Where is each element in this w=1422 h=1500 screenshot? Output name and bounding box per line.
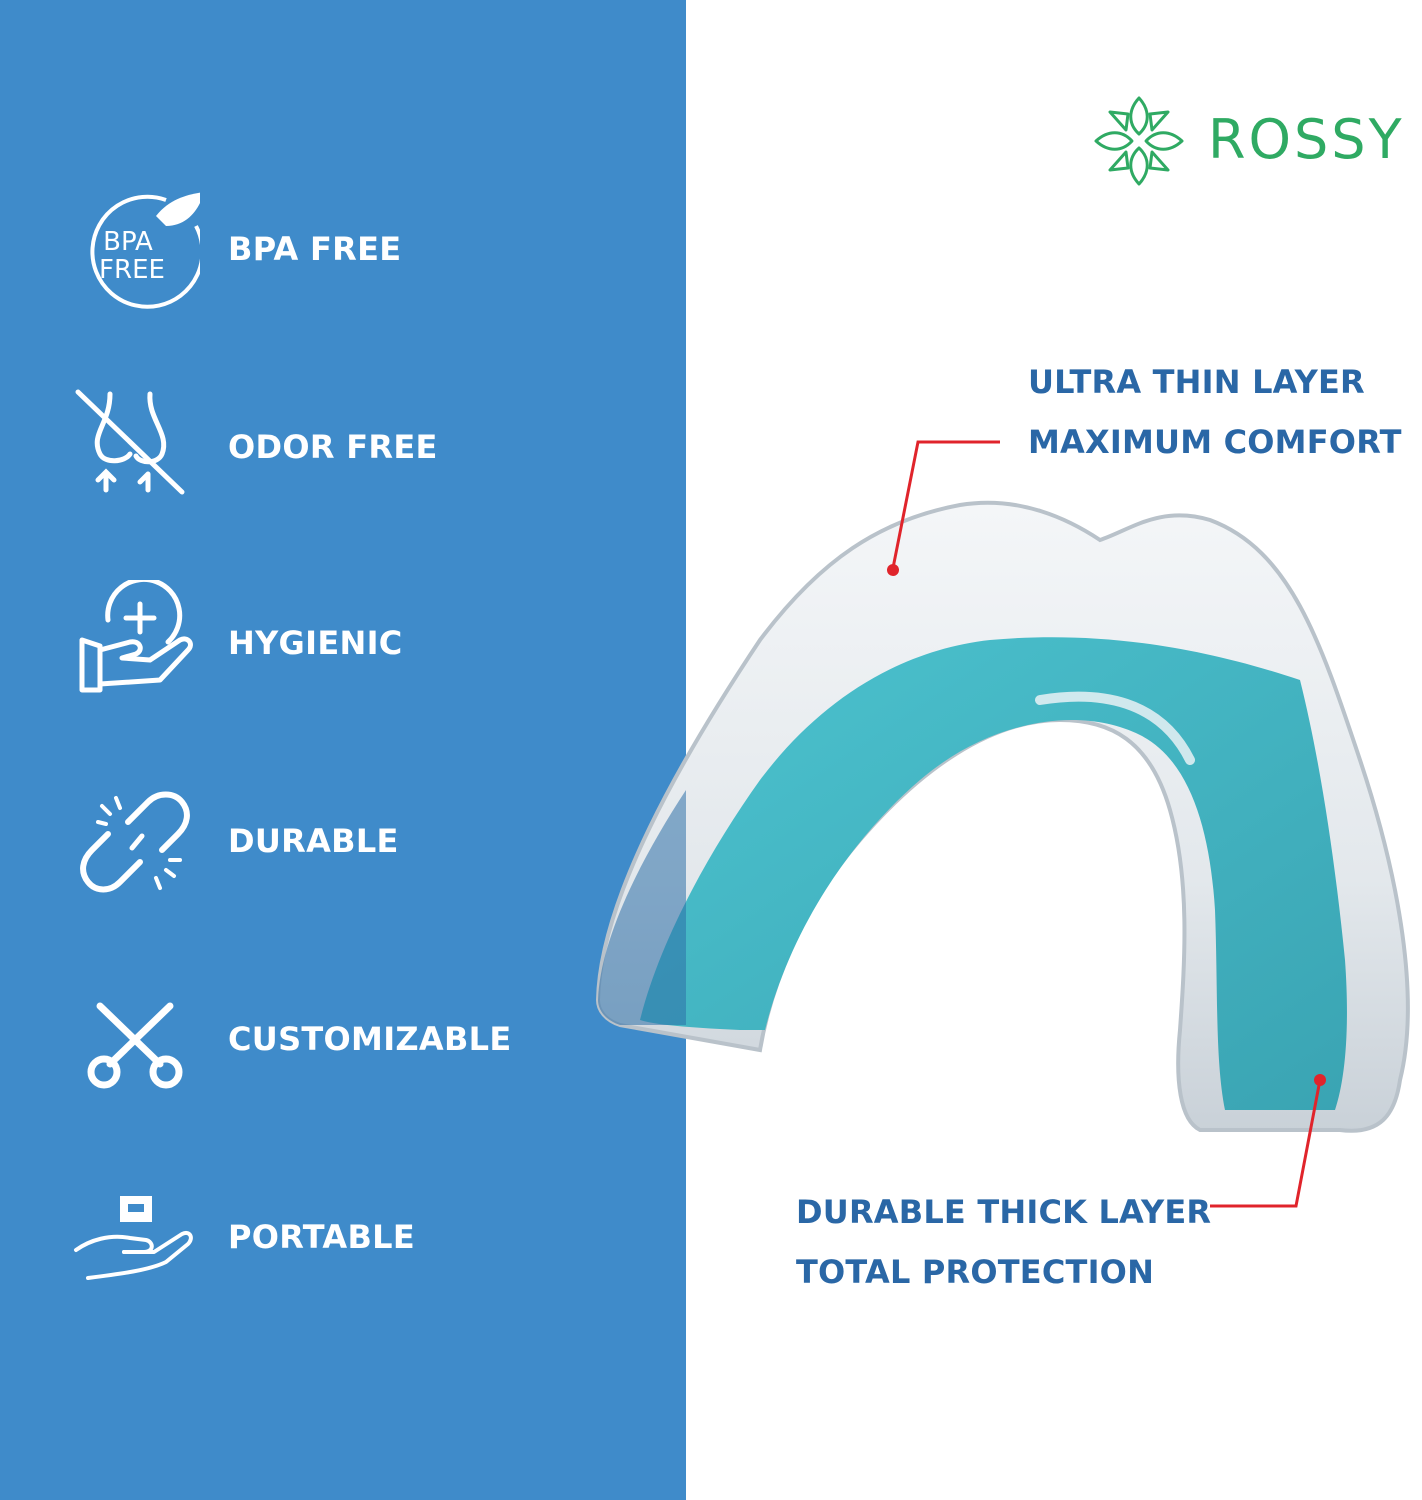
callout-thin-layer: ULTRA THIN LAYER MAXIMUM COMFORT [1028, 352, 1402, 472]
callout-bottom-line2: TOTAL PROTECTION [796, 1253, 1155, 1291]
feature-label: PORTABLE [228, 1218, 416, 1256]
feature-hygienic: HYGIENIC [0, 580, 686, 710]
bpa-badge-line2: FREE [99, 255, 165, 285]
feature-odor-free: ODOR FREE [0, 384, 686, 514]
callout-top-line1: ULTRA THIN LAYER [1028, 363, 1365, 401]
teal-thick-layer [640, 637, 1347, 1110]
top-leader-dot [887, 564, 899, 576]
panel-overlay [598, 790, 686, 1025]
features-panel [0, 0, 686, 1500]
feature-durable: DURABLE [0, 778, 686, 908]
feature-label: CUSTOMIZABLE [228, 1020, 512, 1058]
bottom-leader-dot [1314, 1074, 1326, 1086]
bpa-badge-line1: BPA [103, 227, 153, 257]
feature-customizable: CUSTOMIZABLE [0, 976, 686, 1106]
feature-label: BPA FREE [228, 230, 402, 268]
feature-portable: PORTABLE [0, 1174, 686, 1304]
callout-bottom-line1: DURABLE THICK LAYER [796, 1193, 1212, 1231]
hand-box-icon [74, 1196, 193, 1280]
callout-top-line2: MAXIMUM COMFORT [1028, 423, 1402, 461]
feature-bpa-free: BPA FREE BPA FREE [0, 186, 686, 316]
callout-thick-layer: DURABLE THICK LAYER TOTAL PROTECTION [796, 1182, 1211, 1302]
brand-name: ROSSY [1208, 108, 1405, 171]
feature-label: ODOR FREE [228, 428, 438, 466]
scissors-icon [87, 1002, 183, 1089]
bottom-leader-line [1210, 1079, 1322, 1208]
no-odor-icon [75, 389, 185, 495]
broken-chain-icon [80, 791, 190, 893]
bpa-free-leaf-icon: BPA FREE [90, 192, 200, 309]
top-leader-line [891, 440, 1000, 569]
hand-plus-icon [79, 580, 193, 693]
feature-label: HYGIENIC [228, 624, 403, 662]
brand-logo: ROSSY [1088, 90, 1408, 200]
feature-label: DURABLE [228, 822, 399, 860]
inner-highlight [1035, 691, 1195, 765]
lotus-logo-icon [1094, 96, 1184, 186]
